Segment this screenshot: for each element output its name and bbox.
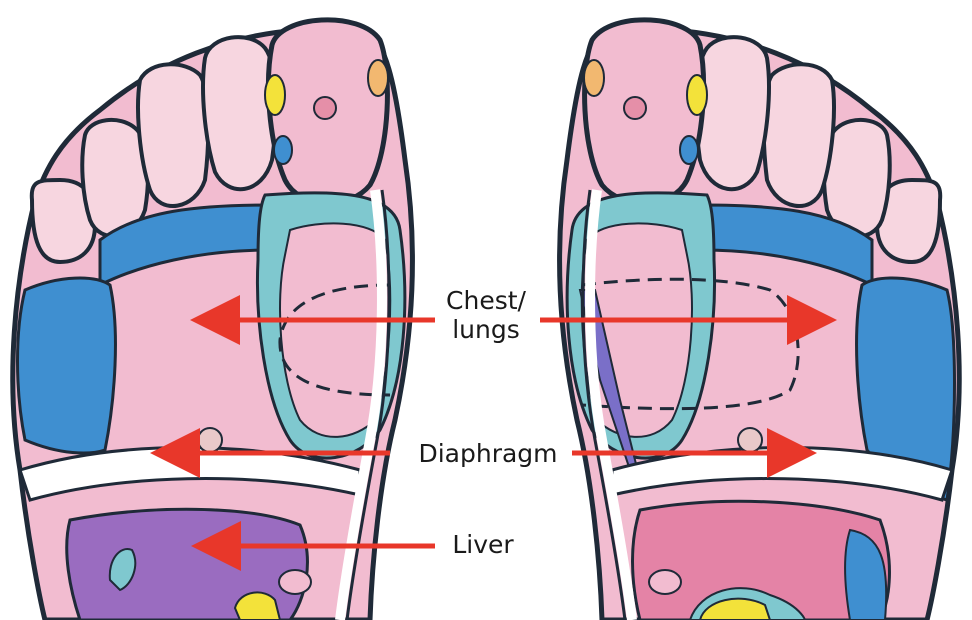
chest-label-line1: Chest/ [436,286,536,315]
right-toe-2 [696,37,769,189]
chest-label-line2: lungs [436,315,536,344]
left-solar-plexus-point [198,428,222,452]
right-toe-yellow [687,75,707,115]
left-toe-2 [203,37,276,189]
left-toe-yellow [265,75,285,115]
right-pink-organ [649,570,681,594]
chest-lungs-label: Chest/ lungs [436,286,536,344]
diaphragm-label: Diaphragm [405,439,571,468]
liver-label: Liver [436,530,530,559]
right-toe-orange [584,60,604,96]
right-toe-blue [680,136,698,164]
right-solar-plexus-point [738,428,762,452]
right-toe-3 [764,64,834,206]
left-pink-organ [279,570,311,594]
left-toe-3 [138,64,208,206]
left-toe-orange [368,60,388,96]
right-big-toe-dot [624,97,646,119]
left-toe-blue [274,136,292,164]
left-outer-zone [18,278,116,453]
left-big-toe-dot [314,97,336,119]
